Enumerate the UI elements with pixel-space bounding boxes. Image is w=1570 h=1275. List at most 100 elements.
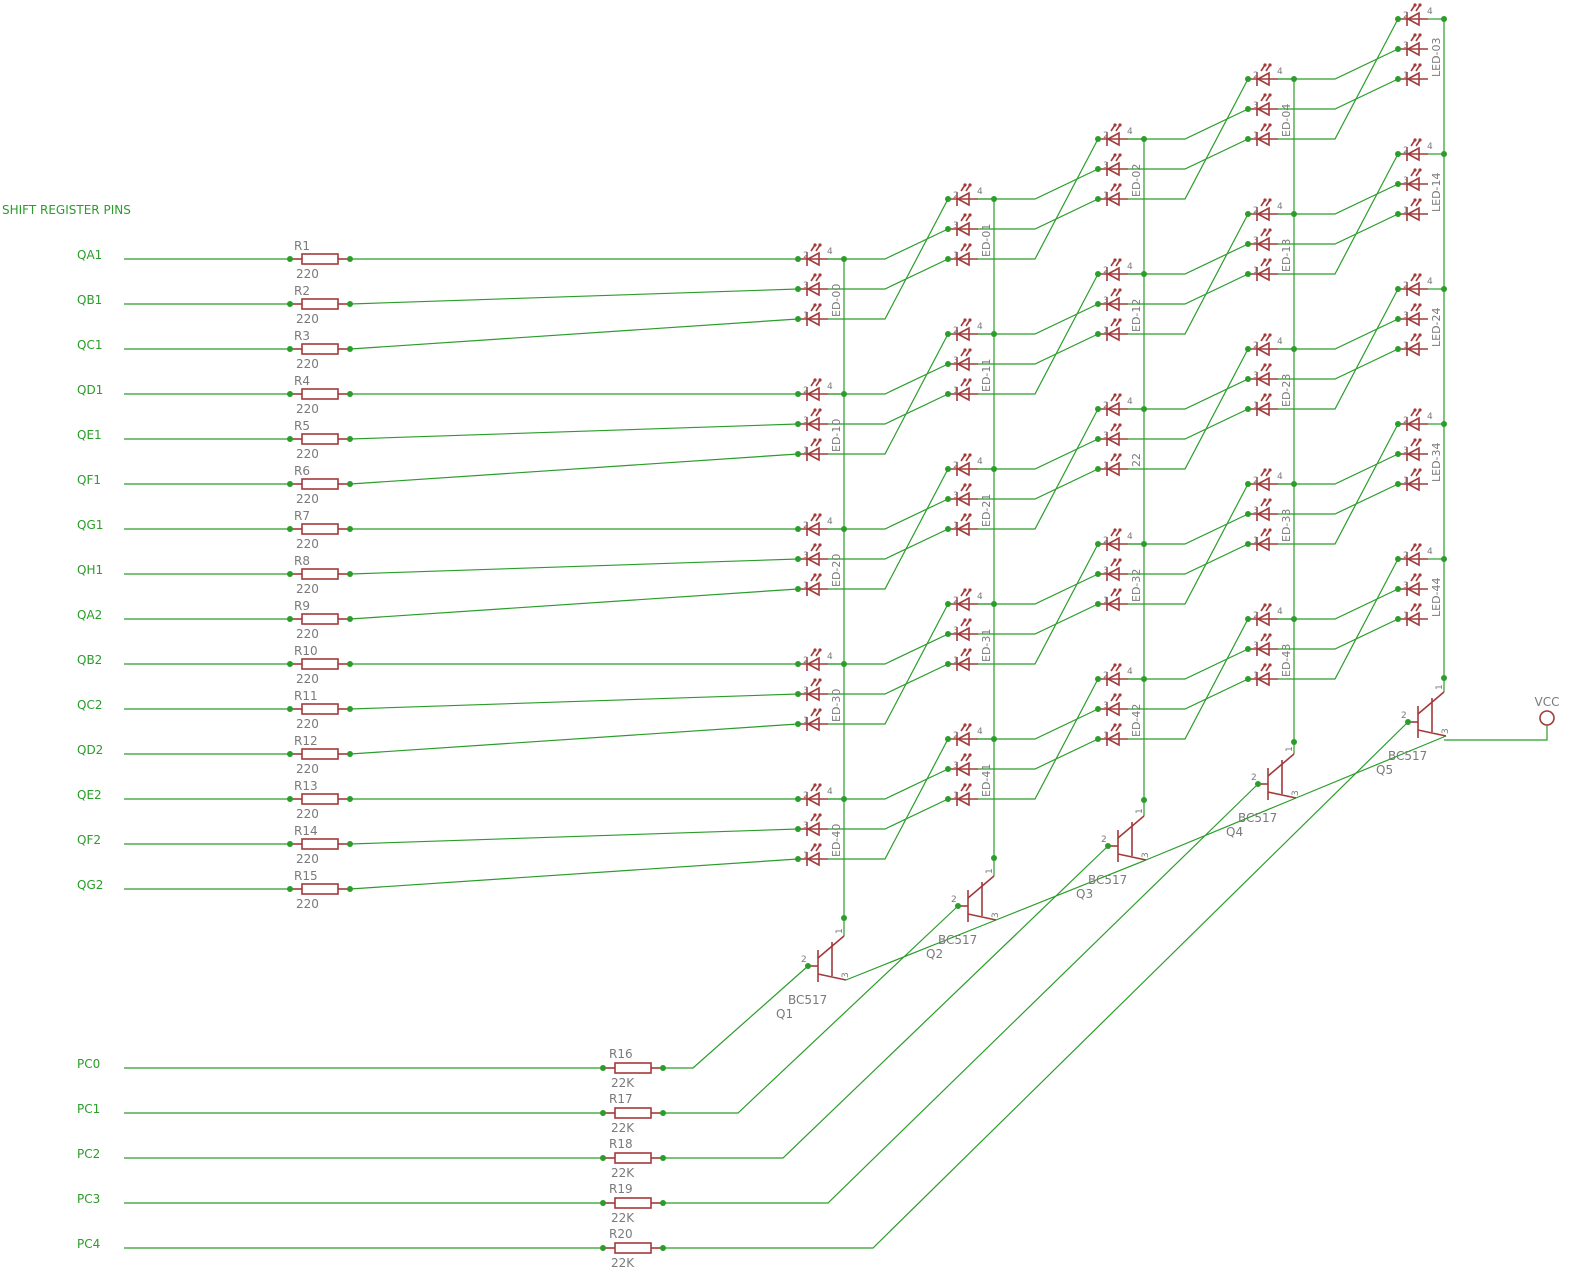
led-emission-tip (963, 213, 967, 217)
led-triangle (1106, 401, 1120, 417)
junction-dot (805, 963, 811, 969)
led-pin-number: 3 (1403, 581, 1409, 591)
led-drive-wire (349, 858, 799, 890)
led-ref: ED-12 (1130, 299, 1143, 332)
junction-dot (991, 466, 997, 472)
led-triangle (806, 386, 820, 402)
led-emission-tip (1268, 198, 1272, 202)
led-pin-number: 2 (1103, 266, 1109, 276)
led-ref: ED-10 (830, 419, 843, 452)
resistor-symbol (301, 298, 339, 310)
led-triangle (1106, 266, 1120, 282)
led-emission-tip (1263, 528, 1267, 532)
led-emission-tip (1113, 558, 1117, 562)
led-pin-number: 1 (1403, 206, 1409, 216)
resistor-value: 220 (296, 717, 319, 731)
led-triangle (956, 356, 970, 372)
resistor-ref: R9 (294, 599, 310, 613)
led-emission-tip (1413, 138, 1417, 142)
led-pin-number: 4 (827, 652, 833, 662)
matrix-diagonal-wire (828, 663, 949, 695)
pin-label-pc3: PC3 (77, 1192, 100, 1206)
led-pin-number: 4 (1127, 397, 1133, 407)
led-pin-number: 4 (1277, 337, 1283, 347)
led-triangle (1406, 281, 1420, 297)
junction-dot (1395, 76, 1401, 82)
junction-dot (1141, 541, 1147, 547)
led-pin-number: 3 (1403, 311, 1409, 321)
matrix-diagonal-wire (828, 603, 949, 725)
led-emission-tip (963, 648, 967, 652)
led-emission-tip (1113, 693, 1117, 697)
led-emission-tip (1268, 528, 1272, 532)
junction-dot (795, 796, 801, 802)
led-triangle (1256, 236, 1270, 252)
junction-dot (1291, 739, 1297, 745)
led-triangle (956, 626, 970, 642)
led-triangle (806, 821, 820, 837)
led-pin-number: 4 (1277, 472, 1283, 482)
led-emission-tip (1263, 468, 1267, 472)
transistor-pin-number: 3 (1141, 852, 1151, 858)
junction-dot (945, 736, 951, 742)
led-triangle (1256, 71, 1270, 87)
junction-dot (600, 1200, 606, 1206)
pin-label-qa1: QA1 (77, 248, 102, 262)
junction-dot (600, 1110, 606, 1116)
pin-label-qb1: QB1 (77, 293, 102, 307)
pin-label-pc0: PC0 (77, 1057, 100, 1071)
led-emission-tip (1413, 468, 1417, 472)
junction-dot (1245, 106, 1251, 112)
led-pin-number: 3 (803, 686, 809, 696)
led-emission-tip (1418, 333, 1422, 337)
junction-dot (1245, 511, 1251, 517)
led-pin-number: 4 (1427, 412, 1433, 422)
resistor-symbol (301, 748, 339, 760)
led-ref: LED-03 (1430, 37, 1443, 77)
led-emission-tip (963, 783, 967, 787)
junction-dot (1245, 646, 1251, 652)
resistor-value: 220 (296, 627, 319, 641)
led-emission-tip (1418, 198, 1422, 202)
led-emission-tip (963, 453, 967, 457)
led-pin-number: 2 (803, 656, 809, 666)
led-emission-tip (968, 753, 972, 757)
led-triangle (956, 491, 970, 507)
resistor-value: 220 (296, 672, 319, 686)
pin-label-qb2: QB2 (77, 653, 102, 667)
emitter-wire (845, 919, 997, 981)
led-pin-number: 1 (803, 581, 809, 591)
led-emission-tip (813, 783, 817, 787)
led-emission-tip (813, 378, 817, 382)
led-triangle (1256, 101, 1270, 117)
led-emission-tip (1118, 663, 1122, 667)
junction-dot (1095, 196, 1101, 202)
led-pin-number: 1 (1253, 536, 1259, 546)
led-emission-tip (968, 318, 972, 322)
led-emission-tip (1113, 258, 1117, 262)
led-emission-tip (1113, 123, 1117, 127)
led-triangle (956, 386, 970, 402)
led-emission-tip (1413, 408, 1417, 412)
led-emission-tip (1418, 273, 1422, 277)
resistor-ref: R14 (294, 824, 318, 838)
pin-label-qc1: QC1 (77, 338, 102, 352)
transistor-pin-number: 3 (1291, 790, 1301, 796)
vcc-label: VCC (1535, 695, 1560, 709)
junction-dots (287, 16, 1447, 1251)
led-emission-tip (813, 573, 817, 577)
led-pin-number: 2 (1103, 671, 1109, 681)
junction-dot (1291, 346, 1297, 352)
led-ref: ED-01 (980, 224, 993, 257)
led-pin-number: 4 (1427, 7, 1433, 17)
junction-dot (1095, 601, 1101, 607)
led-emission-tip (963, 483, 967, 487)
led-pin-number: 3 (1403, 176, 1409, 186)
led-drive-wire (349, 693, 799, 710)
led-pin-number: 1 (803, 716, 809, 726)
matrix-diagonal-wire (1128, 408, 1249, 440)
resistor-ref: R4 (294, 374, 310, 388)
led-emission-tip (1113, 588, 1117, 592)
junction-dot (1395, 616, 1401, 622)
led-emission-tip (1268, 498, 1272, 502)
